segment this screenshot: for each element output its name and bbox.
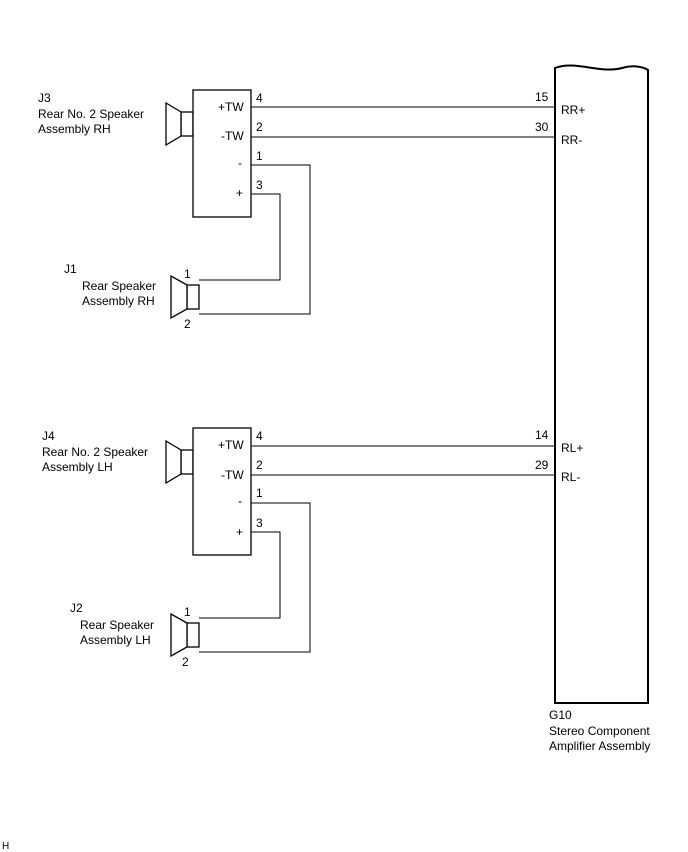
lh-speaker-name-line2: Assembly LH: [80, 633, 151, 647]
lh-speaker-code: J2: [70, 601, 83, 615]
amp-pin-rl-minus: 29: [535, 458, 549, 472]
rh-tweeter-name-line1: Rear No. 2 Speaker: [38, 107, 144, 121]
rh-speaker-name-line1: Rear Speaker: [82, 279, 156, 293]
rh-tweeter-pin-2: 2: [256, 120, 263, 134]
lh-tweeter-terminal-tw-plus: +TW: [218, 438, 244, 452]
rh-tweeter-pin-3: 3: [256, 178, 263, 192]
rh-tweeter-pin-1: 1: [256, 149, 263, 163]
amplifier-assembly: G10 Stereo Component Amplifier Assembly …: [535, 64, 650, 753]
rh-speaker-code: J1: [64, 262, 77, 276]
rh-speaker-icon: [170, 274, 200, 320]
wire-lh-plus-to-speaker-pin1: [199, 531, 281, 619]
rh-speaker-assembly: J1 Rear Speaker Assembly RH 1 2: [64, 262, 200, 331]
amp-pin-rl-plus: 14: [535, 428, 549, 442]
rh-tweeter-speaker-icon: [165, 101, 194, 147]
amp-terminal-rr-minus: RR-: [561, 133, 582, 147]
lh-tweeter-speaker-icon: [165, 439, 194, 485]
rh-tweeter-pin-4: 4: [256, 91, 263, 105]
lh-tweeter-pin-3: 3: [256, 516, 263, 530]
amplifier-code: G10: [549, 708, 572, 722]
lh-tweeter-terminal-tw-minus: -TW: [221, 468, 244, 482]
amplifier-body: [554, 64, 649, 704]
rh-tweeter-code: J3: [38, 91, 51, 105]
lh-speaker-assembly: J2 Rear Speaker Assembly LH 1 2: [70, 601, 200, 669]
lh-tweeter-name-line2: Assembly LH: [42, 460, 113, 474]
lh-speaker-pin-1: 1: [184, 605, 191, 619]
lh-tweeter-name-line1: Rear No. 2 Speaker: [42, 445, 148, 459]
rh-tweeter-name-line2: Assembly RH: [38, 122, 111, 136]
lh-tweeter-pin-1: 1: [256, 486, 263, 500]
amp-terminal-rl-minus: RL-: [561, 470, 580, 484]
rh-tweeter-terminal-tw-plus: +TW: [218, 100, 244, 114]
lh-tweeter-assembly: J4 Rear No. 2 Speaker Assembly LH +TW -T…: [42, 427, 263, 556]
wire-rh-minus-to-speaker-pin2: [199, 164, 311, 315]
lh-tweeter-pin-2: 2: [256, 458, 263, 472]
lh-tweeter-box: [192, 427, 252, 556]
rh-tweeter-terminal-plus: +: [236, 186, 243, 200]
amp-terminal-rl-plus: RL+: [561, 441, 583, 455]
amplifier-name-line1: Stereo Component: [549, 724, 650, 738]
lh-tweeter-terminal-plus: +: [236, 525, 243, 539]
amp-terminal-rr-plus: RR+: [561, 103, 585, 117]
lh-speaker-pin-2: 2: [182, 655, 189, 669]
rh-tweeter-box: [192, 89, 252, 218]
wire-rh-plus-to-speaker-pin1: [199, 193, 281, 281]
lh-speaker-name-line1: Rear Speaker: [80, 618, 154, 632]
rh-tweeter-assembly: J3 Rear No. 2 Speaker Assembly RH +TW -T…: [38, 89, 263, 218]
rh-speaker-name-line2: Assembly RH: [82, 294, 155, 308]
rh-tweeter-terminal-minus: -: [238, 156, 242, 170]
lh-tweeter-code: J4: [42, 429, 55, 443]
amp-pin-rr-minus: 30: [535, 120, 549, 134]
rh-speaker-pin-1: 1: [184, 267, 191, 281]
lh-tweeter-terminal-minus: -: [238, 494, 242, 508]
amp-pin-rr-plus: 15: [535, 90, 549, 104]
lh-tweeter-pin-4: 4: [256, 429, 263, 443]
amplifier-name-line2: Amplifier Assembly: [549, 739, 650, 753]
wire-lh-minus-to-speaker-pin2: [199, 502, 311, 653]
rh-speaker-pin-2: 2: [184, 317, 191, 331]
footer-mark: H: [2, 841, 9, 852]
lh-speaker-icon: [170, 612, 200, 658]
rh-tweeter-terminal-tw-minus: -TW: [221, 129, 244, 143]
